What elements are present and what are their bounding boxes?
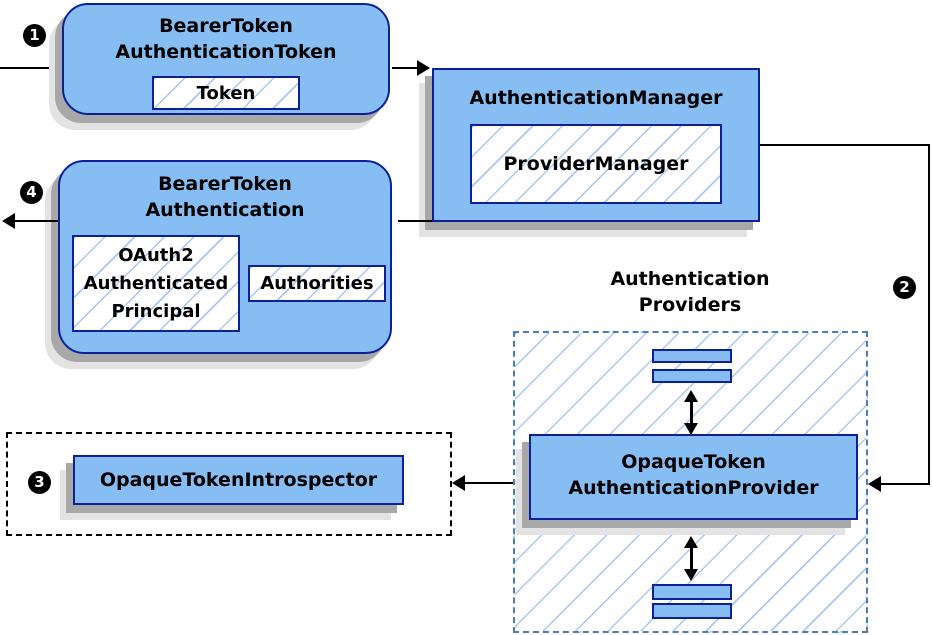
arrowhead-left-icon <box>2 213 15 229</box>
provider-stack-bar-icon <box>652 349 732 363</box>
token-member-label: Token <box>196 82 256 104</box>
bidirectional-arrow-icon <box>683 536 699 581</box>
authorities-member-box: Authorities <box>248 265 386 302</box>
provider-manager-label: ProviderManager <box>503 152 689 175</box>
bearer-token-authentication-node: BearerToken Authentication OAuth2 Authen… <box>58 160 392 354</box>
token-member-box: Token <box>152 76 300 110</box>
bidirectional-arrow-icon <box>683 390 699 435</box>
opaque-token-introspector-node: OpaqueTokenIntrospector <box>73 455 404 505</box>
arrowhead-up-icon <box>684 536 698 548</box>
bearer-token-authentication-token-node: BearerToken AuthenticationToken Token <box>62 3 390 115</box>
authentication-providers-group: OpaqueToken AuthenticationProvider <box>513 331 868 633</box>
arrowhead-left-icon <box>452 475 465 491</box>
connector-token-to-manager <box>392 67 418 69</box>
arrowhead-down-icon <box>684 569 698 581</box>
node-title: BearerToken <box>159 15 293 37</box>
providers-label-line: Providers <box>638 294 742 316</box>
authentication-providers-label: Authentication Providers <box>555 266 825 318</box>
node-title: AuthenticationProvider <box>568 477 819 499</box>
node-title: AuthenticationToken <box>115 41 337 63</box>
arrowhead-up-icon <box>684 390 698 402</box>
node-title: Authentication <box>145 199 305 221</box>
provider-stack-bar-icon <box>652 369 732 383</box>
principal-label-line: OAuth2 <box>118 244 194 266</box>
arrowhead-left-icon <box>868 476 881 492</box>
oauth2-authenticated-principal-member-box: OAuth2 Authenticated Principal <box>72 235 240 332</box>
principal-label-line: Principal <box>111 300 201 322</box>
principal-label-line: Authenticated <box>83 272 229 294</box>
provider-manager-member-box: ProviderManager <box>470 124 722 204</box>
authorities-label: Authorities <box>260 273 374 294</box>
connector-request-in <box>0 67 62 69</box>
connector-provider-to-introspector <box>465 482 515 484</box>
node-title: BearerToken <box>158 173 292 195</box>
arrow-stem <box>689 548 693 569</box>
node-title: OpaqueTokenIntrospector <box>99 469 378 491</box>
step-1-badge: 1 <box>23 24 46 47</box>
providers-label-line: Authentication <box>610 268 770 290</box>
connector-manager-to-provider-seg3 <box>881 483 930 485</box>
node-title: AuthenticationManager <box>469 87 723 109</box>
arrowhead-down-icon <box>684 423 698 435</box>
connector-manager-to-provider-seg2 <box>928 144 930 485</box>
arrow-stem <box>689 402 693 423</box>
step-3-badge: 3 <box>28 471 51 494</box>
step-2-badge: 2 <box>893 276 916 299</box>
opaque-token-authentication-provider-node: OpaqueToken AuthenticationProvider <box>529 434 858 520</box>
connector-manager-to-authentication <box>398 220 432 222</box>
authentication-manager-node: AuthenticationManager ProviderManager <box>432 68 760 222</box>
connector-authentication-out <box>14 220 58 222</box>
connector-manager-to-provider-seg1 <box>760 144 930 146</box>
node-title: OpaqueToken <box>621 451 766 473</box>
arrowhead-right-icon <box>417 60 430 76</box>
provider-stack-bar-icon <box>652 584 732 600</box>
step-4-badge: 4 <box>20 181 43 204</box>
provider-stack-bar-icon <box>652 603 732 619</box>
